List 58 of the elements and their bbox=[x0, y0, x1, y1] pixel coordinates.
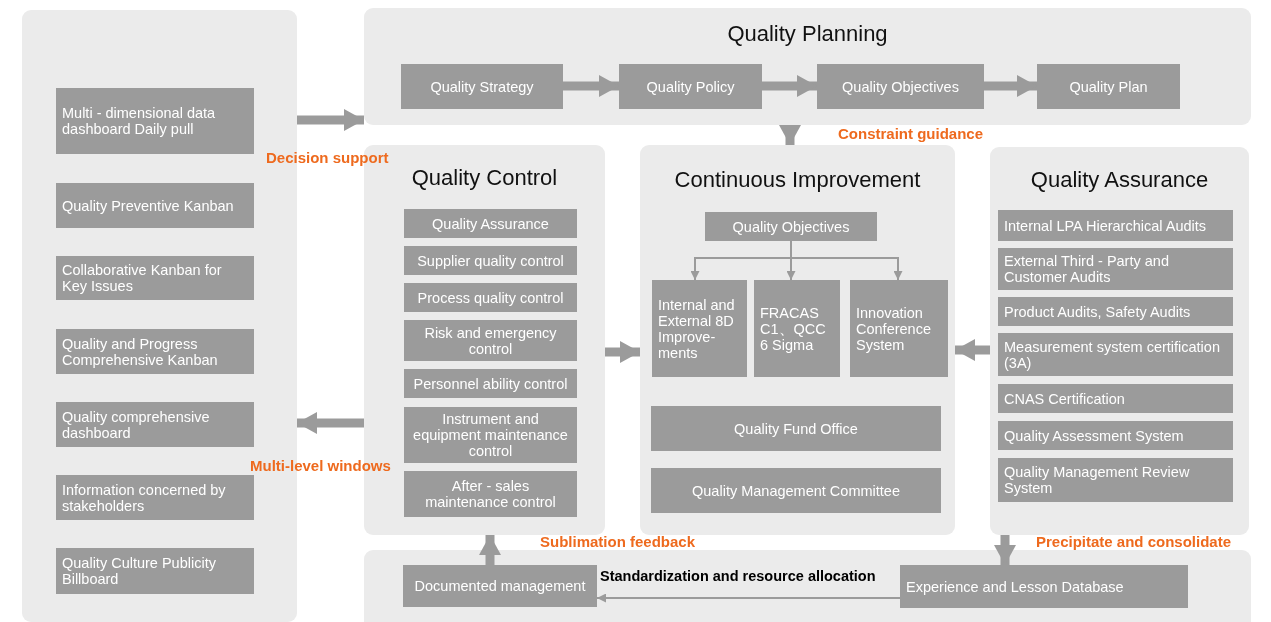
process-box: Collaborative Kanban for Key Issues bbox=[56, 256, 254, 300]
block-arrow bbox=[994, 535, 1016, 565]
process-box: Quality and Progress Comprehensive Kanban bbox=[56, 329, 254, 374]
panel-title: Quality Planning bbox=[727, 21, 888, 47]
process-box: Experience and Lesson Database bbox=[900, 565, 1188, 608]
process-box: Quality Policy bbox=[619, 64, 762, 109]
process-box: External Third - Party and Customer Audits bbox=[998, 248, 1233, 290]
background-panel bbox=[364, 550, 1251, 622]
edge-label: Multi-level windows bbox=[250, 457, 391, 474]
group-panel bbox=[990, 147, 1249, 535]
process-box: FRACAS C1、QCC 6 Sigma bbox=[754, 280, 840, 377]
process-box: Quality Preventive Kanban bbox=[56, 183, 254, 228]
process-box: Quality Plan bbox=[1037, 64, 1180, 109]
process-box: Quality comprehensive dashboard bbox=[56, 402, 254, 447]
process-box: Quality Assurance bbox=[404, 209, 577, 238]
process-box: Quality Objectives bbox=[705, 212, 877, 241]
panel-title: Quality Control bbox=[411, 165, 558, 191]
process-box: Quality Fund Office bbox=[651, 406, 941, 451]
edge-label: Standardization and resource allocation bbox=[600, 568, 876, 584]
process-box: Quality Management Review System bbox=[998, 458, 1233, 502]
edge-label: Precipitate and consolidate bbox=[1036, 533, 1232, 550]
block-arrow bbox=[563, 75, 619, 97]
panel-title: Quality Assurance bbox=[1030, 167, 1209, 193]
process-box: After - sales maintenance control bbox=[404, 471, 577, 517]
process-box: Product Audits, Safety Audits bbox=[998, 297, 1233, 326]
process-box: Quality Strategy bbox=[401, 64, 563, 109]
block-arrow bbox=[955, 339, 990, 361]
block-arrow bbox=[779, 125, 801, 145]
process-box: Internal and External 8D Improve- ments bbox=[652, 280, 747, 377]
block-arrow bbox=[984, 75, 1037, 97]
block-arrow bbox=[297, 412, 364, 434]
process-box: Quality Culture Publicity Billboard bbox=[56, 548, 254, 594]
process-box: Supplier quality control bbox=[404, 246, 577, 275]
process-box: Personnel ability control bbox=[404, 369, 577, 398]
process-box: Risk and emergency control bbox=[404, 320, 577, 361]
process-box: CNAS Certification bbox=[998, 384, 1233, 413]
process-box: Documented management bbox=[403, 565, 597, 607]
process-box: Measurement system certification (3A) bbox=[998, 333, 1233, 376]
panel-title: Continuous Improvement bbox=[674, 167, 921, 193]
process-box: Instrument and equipment maintenance control bbox=[404, 407, 577, 463]
process-box: Innovation Conference System bbox=[850, 280, 948, 377]
block-arrow bbox=[605, 341, 640, 363]
block-arrow bbox=[297, 109, 364, 131]
process-box: Multi - dimensional data dashboard Daily pull bbox=[56, 88, 254, 154]
process-box: Internal LPA Hierarchical Audits bbox=[998, 210, 1233, 241]
block-arrow bbox=[762, 75, 817, 97]
process-box: Process quality control bbox=[404, 283, 577, 312]
process-box: Quality Management Committee bbox=[651, 468, 941, 513]
edge-label: Decision support bbox=[266, 149, 389, 166]
group-panel bbox=[364, 8, 1251, 125]
edge-label: Sublimation feedback bbox=[540, 533, 696, 550]
block-arrow bbox=[479, 535, 501, 565]
group-panel bbox=[640, 145, 955, 535]
connector-arrow bbox=[596, 593, 901, 603]
edge-label: Constraint guidance bbox=[838, 125, 983, 142]
process-box: Quality Objectives bbox=[817, 64, 984, 109]
process-box: Information concerned by stakeholders bbox=[56, 475, 254, 520]
process-box: Quality Assessment System bbox=[998, 421, 1233, 450]
